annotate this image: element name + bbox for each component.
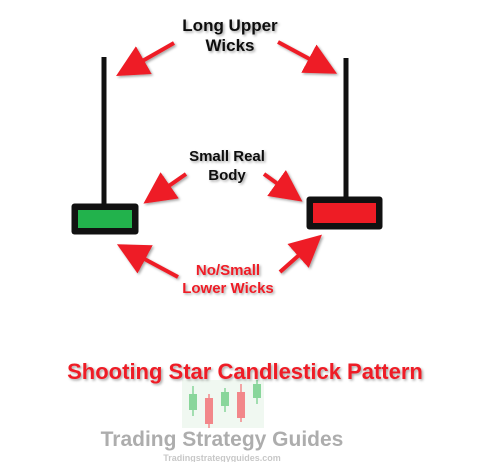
logo-candles [189, 380, 261, 428]
arrow-upper-wick-right [277, 40, 338, 74]
upper-wicks-line2: Wicks [206, 36, 255, 55]
body-label: Small Real Body [189, 148, 265, 184]
arrow-upper-wick-left [116, 41, 175, 76]
watermark-url: Tradingstrategyguides.com [163, 453, 281, 462]
arrow-body-left [143, 172, 188, 204]
body-line2: Body [208, 167, 246, 184]
lower-wicks-line1: No/Small [196, 262, 260, 279]
lower-wicks-line2: Lower Wicks [182, 280, 274, 297]
upper-wicks-line1: Long Upper [182, 16, 278, 35]
bullish-body [78, 210, 132, 228]
arrow-lower-wick-right [278, 234, 322, 274]
bearish-body [313, 203, 376, 223]
lower-wicks-label: No/Small Lower Wicks [182, 262, 274, 297]
watermark-logo: Trading Strategy Guides Tradingstrategyg… [101, 380, 344, 462]
arrow-lower-wick-left [116, 244, 179, 279]
bullish-candle [71, 57, 139, 235]
arrows [116, 40, 338, 279]
bearish-candle [306, 58, 383, 230]
body-line1: Small Real [189, 148, 265, 165]
upper-wicks-label: Long Upper Wicks [182, 16, 278, 55]
watermark-name: Trading Strategy Guides [101, 428, 344, 451]
arrow-body-right [262, 170, 303, 202]
pattern-title: Shooting Star Candlestick Pattern [67, 359, 423, 384]
